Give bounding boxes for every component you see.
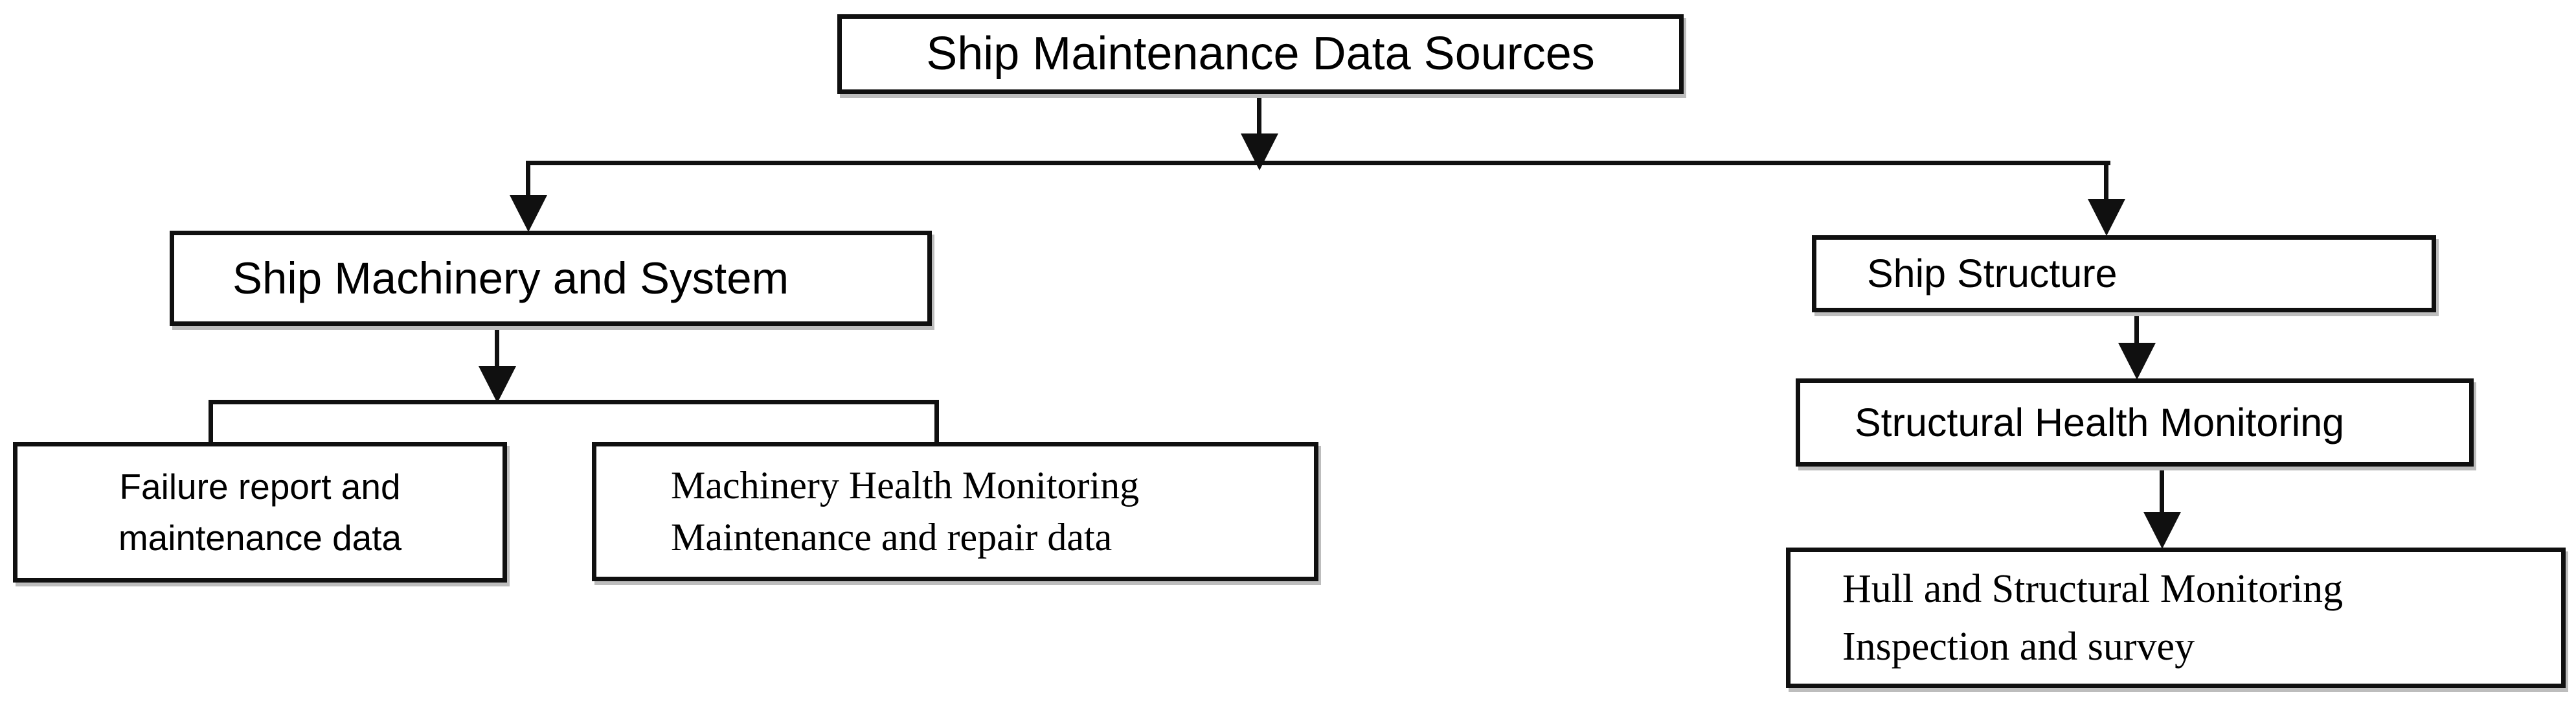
node-hull-and-structural-monitoring: Hull and Structural Monitoring Inspectio… [1786, 548, 2566, 688]
node-ship-machinery-and-system: Ship Machinery and System [170, 231, 932, 326]
node-failure-report-line1: Failure report and [119, 467, 401, 507]
arrow-down-icon-to-hull [2143, 512, 2181, 549]
arrow-down-icon-to-ship-machinery [510, 195, 547, 232]
edge-split-horizontal-bar [209, 400, 939, 404]
node-machinery-health-label: Machinery Health Monitoring Maintenance … [671, 460, 1139, 562]
node-machinery-health-line2: Maintenance and repair data [671, 515, 1113, 559]
node-ship-structure: Ship Structure [1812, 235, 2436, 312]
node-hull-line1: Hull and Structural Monitoring [1842, 567, 2344, 612]
node-failure-report: Failure report and maintenance data [13, 442, 507, 583]
node-ship-structure-label: Ship Structure [1867, 251, 2118, 296]
edge-left-branch-drop [526, 161, 530, 200]
node-machinery-health-monitoring: Machinery Health Monitoring Maintenance … [592, 442, 1318, 581]
node-structural-health-monitoring: Structural Health Monitoring [1796, 378, 2474, 467]
node-ship-machinery-label: Ship Machinery and System [232, 253, 789, 303]
edge-root-stem [1257, 93, 1261, 164]
node-failure-report-line2: maintenance data [118, 517, 402, 558]
edge-split-right-stub [934, 400, 939, 443]
node-structural-health-label: Structural Health Monitoring [1855, 400, 2345, 445]
arrow-down-icon-to-ship-structure [2088, 199, 2125, 236]
node-ship-maintenance-data-sources: Ship Maintenance Data Sources [837, 14, 1684, 94]
node-machinery-health-line1: Machinery Health Monitoring [671, 464, 1140, 507]
arrow-down-icon-root-to-bar [1241, 133, 1278, 170]
edge-structure-stem [2134, 311, 2139, 345]
arrow-down-icon-to-structural-health [2118, 343, 2156, 380]
node-hull-label: Hull and Structural Monitoring Inspectio… [1842, 561, 2343, 675]
node-hull-line2: Inspection and survey [1842, 624, 2195, 669]
arrow-down-icon-to-machinery-split [479, 366, 516, 403]
edge-machinery-stem [495, 325, 499, 368]
edge-main-horizontal-bar [526, 161, 2110, 165]
edge-right-branch-drop [2104, 161, 2108, 201]
node-failure-report-label: Failure report and maintenance data [119, 461, 401, 562]
edge-split-left-stub [209, 400, 213, 443]
edge-shm-stem [2160, 465, 2164, 514]
node-root-label: Ship Maintenance Data Sources [926, 27, 1595, 80]
